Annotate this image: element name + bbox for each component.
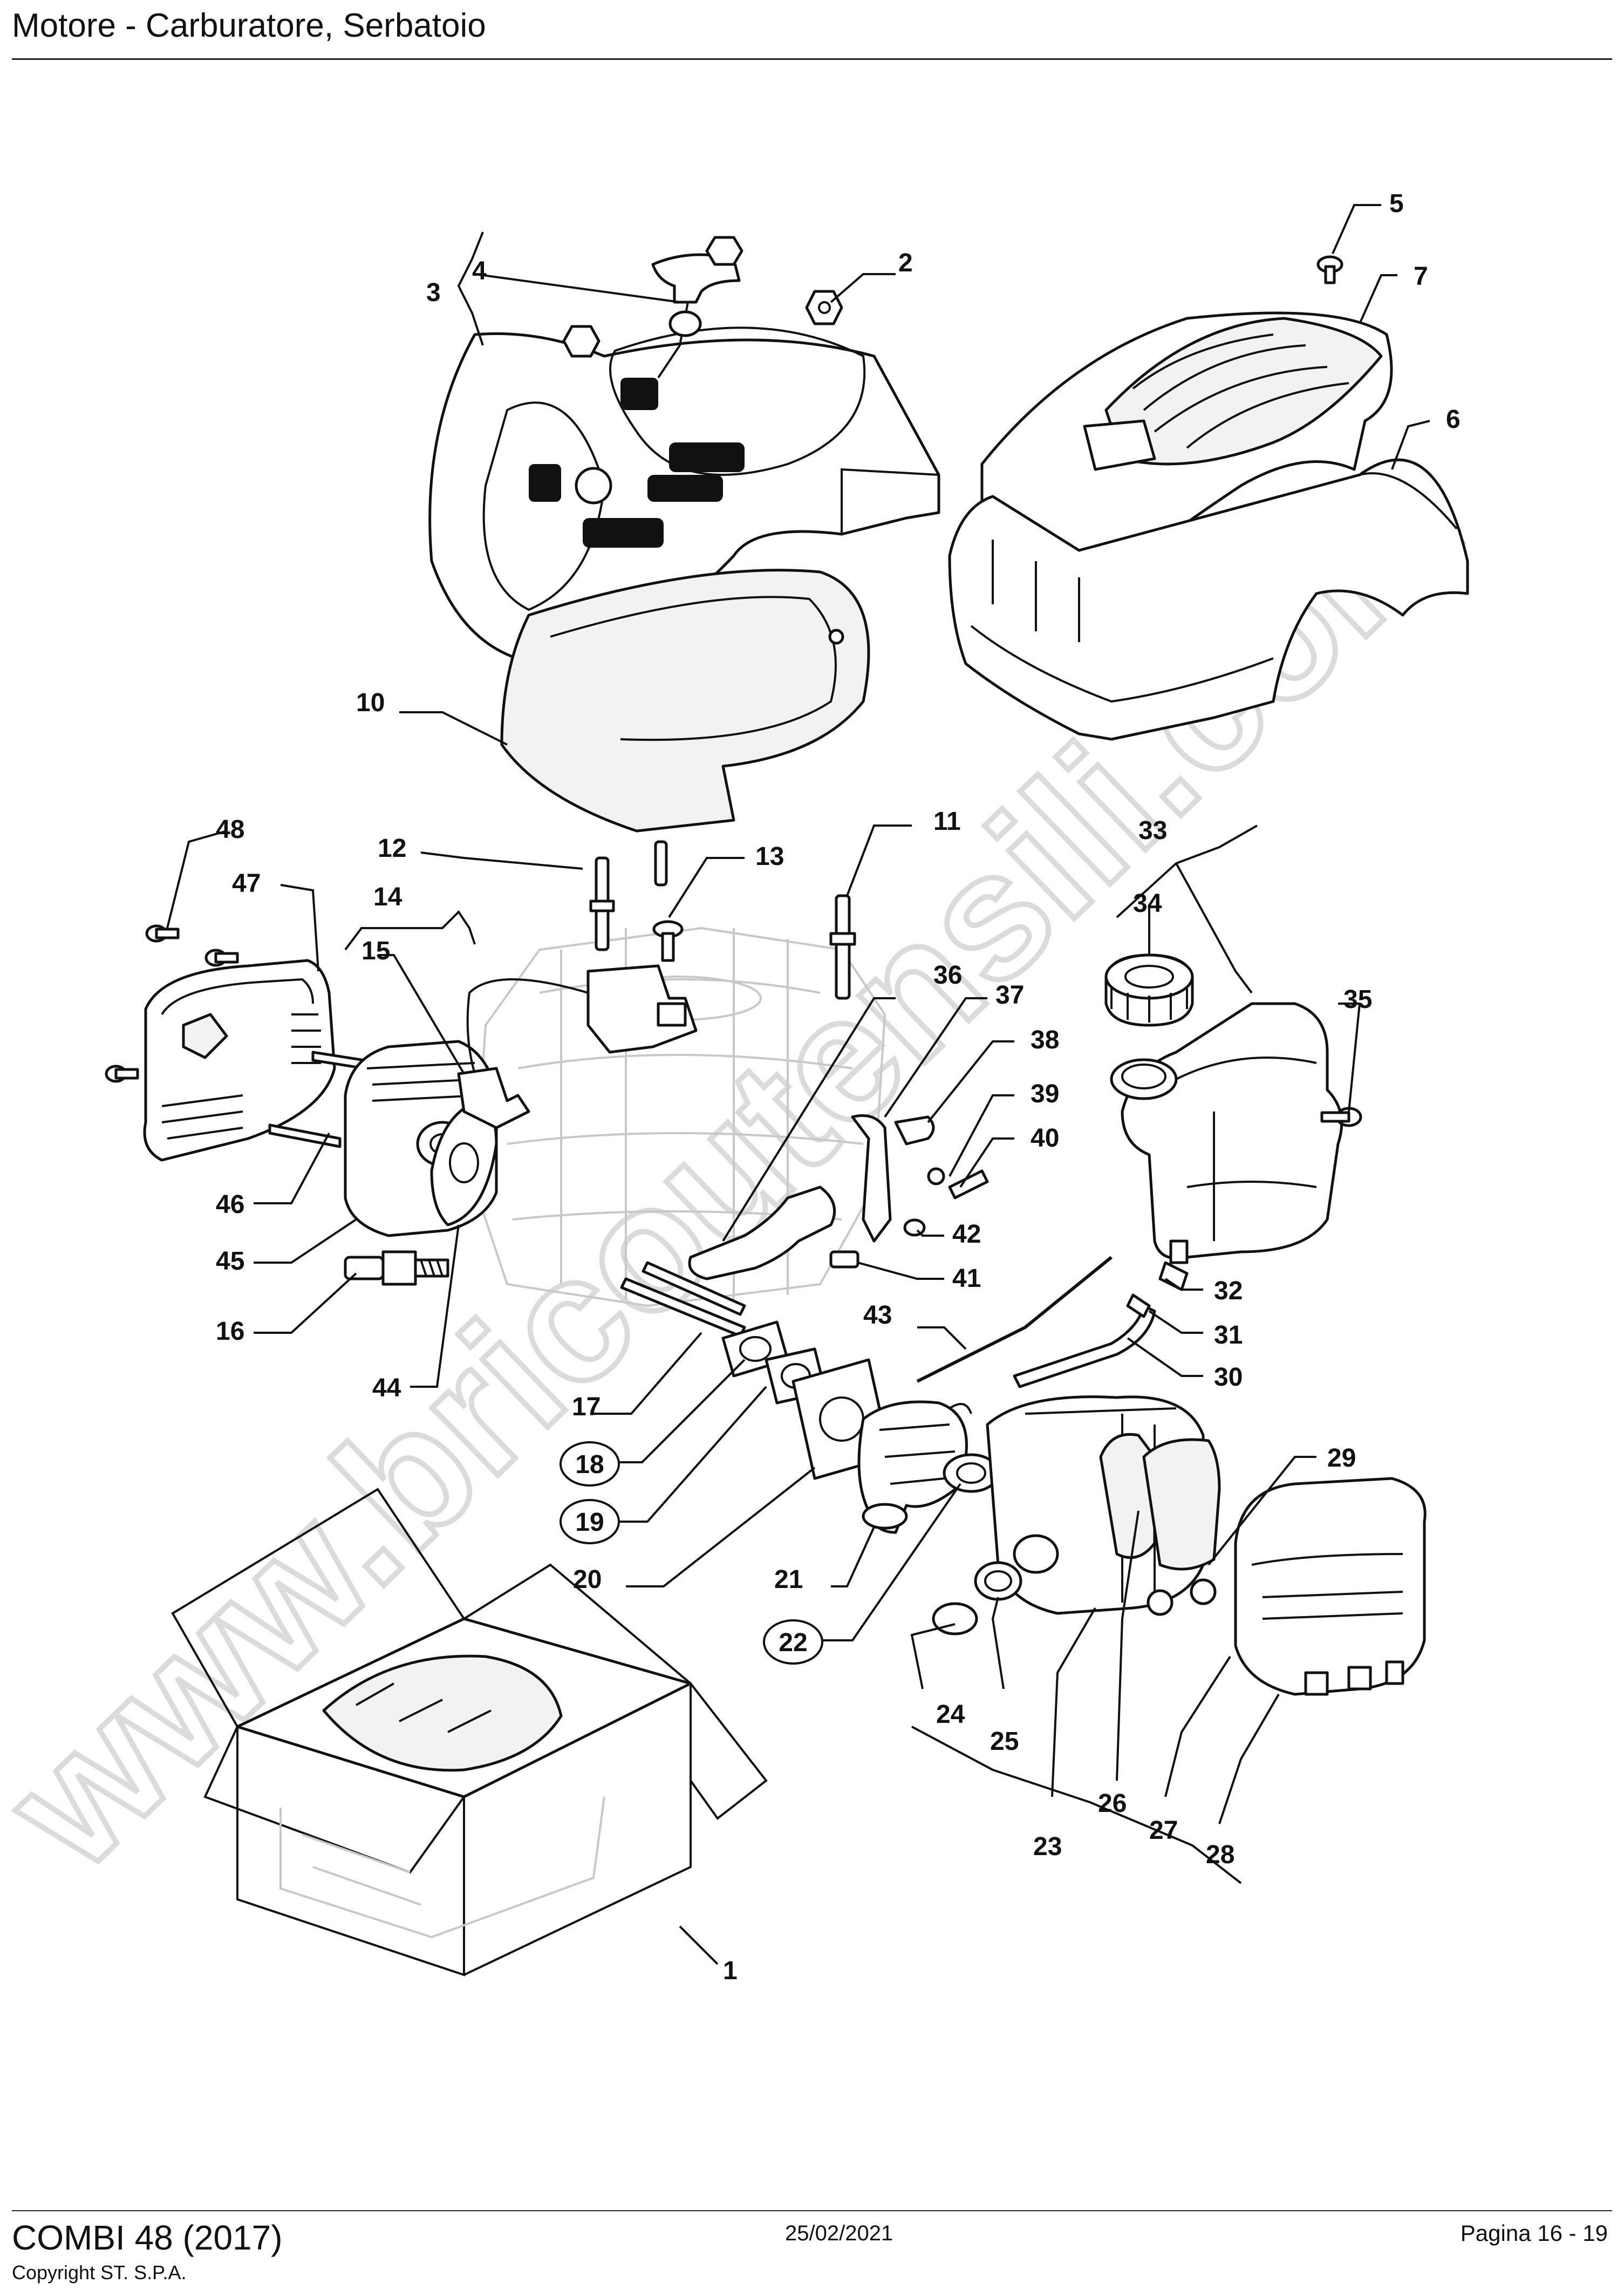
callout-30: 30 — [1214, 1363, 1243, 1392]
callout-42: 42 — [952, 1220, 981, 1249]
callout-21: 21 — [774, 1565, 803, 1594]
fuel-cap — [1104, 953, 1194, 1027]
callout-4: 4 — [472, 257, 487, 285]
callout-19: 19 — [575, 1508, 604, 1537]
callout-22: 22 — [779, 1628, 807, 1657]
callout-38: 38 — [1031, 1026, 1059, 1054]
muffler-gasket — [430, 1099, 498, 1226]
callout-45: 45 — [216, 1247, 244, 1276]
engine-box — [171, 1488, 768, 1977]
callout-31: 31 — [1214, 1321, 1243, 1350]
fan-cover-shroud — [428, 326, 940, 665]
screw-5 — [1316, 255, 1343, 284]
ignition-coil — [457, 964, 698, 1129]
callout-36: 36 — [933, 961, 962, 990]
footer-copyright: Copyright ST. S.P.A. — [12, 2261, 187, 2284]
callout-43: 43 — [863, 1301, 892, 1330]
callout-40: 40 — [1031, 1124, 1059, 1153]
callout-1: 1 — [723, 1957, 738, 1985]
callout-18: 18 — [575, 1450, 604, 1479]
muffler-guard — [143, 959, 336, 1162]
callout-ring-22 — [763, 1619, 823, 1665]
callout-10: 10 — [356, 689, 385, 717]
leader-lines — [166, 204, 1430, 1965]
air-filter-cover — [1234, 1477, 1427, 1696]
group-brackets — [344, 231, 1258, 1884]
callout-48: 48 — [216, 815, 244, 844]
callout-6: 6 — [1446, 405, 1461, 434]
small-hardware — [829, 1115, 989, 1269]
footer-model: COMBI 48 (2017) — [12, 2218, 283, 2257]
callout-34: 34 — [1133, 889, 1162, 918]
footer-divider — [12, 2210, 1612, 2211]
callout-17: 17 — [572, 1393, 601, 1421]
breather-tube — [688, 1185, 836, 1280]
callout-12: 12 — [378, 834, 406, 863]
callout-16: 16 — [216, 1317, 244, 1346]
fuel-line — [1013, 1261, 1189, 1388]
callout-ring-19 — [559, 1499, 620, 1544]
callout-20: 20 — [573, 1565, 602, 1594]
callout-5: 5 — [1389, 189, 1404, 218]
circled-callouts: 18 19 22 — [559, 1441, 823, 1665]
callout-27: 27 — [1149, 1816, 1178, 1845]
vent-grille — [529, 378, 745, 548]
air-filter-element — [1142, 1438, 1221, 1571]
callout-33: 33 — [1138, 816, 1167, 845]
callout-39: 39 — [1031, 1080, 1059, 1108]
callout-44: 44 — [372, 1374, 401, 1402]
callout-41: 41 — [952, 1264, 981, 1293]
callout-25: 25 — [990, 1727, 1019, 1756]
callout-37: 37 — [995, 981, 1024, 1010]
callout-13: 13 — [755, 842, 784, 871]
carburetor — [857, 1400, 972, 1534]
callout-47: 47 — [232, 869, 261, 898]
air-filter-nuts — [1147, 1578, 1217, 1616]
callout-3: 3 — [426, 278, 441, 307]
page-title: Motore - Carburatore, Serbatoio — [12, 7, 486, 44]
callout-32: 32 — [1214, 1277, 1243, 1305]
spark-plug — [344, 1250, 449, 1286]
callout-29: 29 — [1327, 1444, 1356, 1473]
callout-14: 14 — [373, 883, 402, 911]
callout-ring-18 — [559, 1441, 620, 1487]
callout-35: 35 — [1343, 985, 1372, 1014]
callout-26: 26 — [1098, 1789, 1127, 1818]
callout-11: 11 — [933, 807, 961, 836]
footer-page-number: Pagina 16 - 19 — [1460, 2220, 1608, 2246]
recoil-starter-handle — [651, 253, 741, 379]
callout-15: 15 — [361, 937, 390, 965]
intake-elbow — [932, 1561, 1022, 1635]
callout-28: 28 — [1206, 1841, 1234, 1869]
throttle-rod — [916, 1256, 1113, 1383]
governor-lever — [851, 1114, 892, 1243]
callout-labels: 3 4 2 5 7 6 10 12 13 11 33 34 35 48 47 1… — [216, 189, 1461, 1985]
callout-2: 2 — [898, 249, 913, 277]
callout-24: 24 — [936, 1700, 965, 1729]
screws-48 — [105, 924, 239, 1083]
engine-top-cover — [948, 311, 1469, 741]
header-divider — [12, 58, 1612, 60]
stud-bolts — [589, 840, 856, 1000]
callout-7: 7 — [1414, 262, 1428, 291]
fuel-tank — [1110, 1002, 1343, 1264]
nut-2 — [562, 236, 843, 358]
callout-46: 46 — [216, 1190, 244, 1219]
callout-23: 23 — [1033, 1832, 1062, 1861]
footer-date: 25/02/2021 — [785, 2221, 893, 2245]
flywheel-baffle — [500, 569, 870, 833]
intake-gaskets — [721, 1320, 892, 1480]
